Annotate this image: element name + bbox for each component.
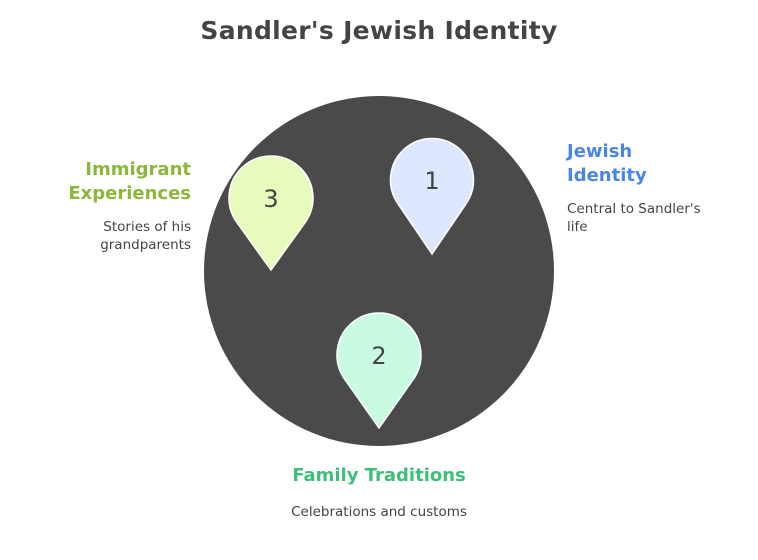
immigrant-experiences-label-line2: Experiences: [68, 183, 191, 204]
pin-3: 3: [228, 155, 314, 272]
pin-1-marker: [389, 137, 475, 256]
pin-2-number: 2: [371, 342, 386, 370]
pin-3-marker: [228, 155, 314, 272]
pin-1: 1: [389, 137, 475, 256]
pin-3-number: 3: [263, 185, 278, 213]
jewish-identity-label-line2: Identity: [567, 165, 647, 186]
pin-2: 2: [336, 312, 422, 430]
immigrant-experiences-description-line1: Stories of his: [103, 219, 191, 235]
immigrant-experiences-label-line1: Immigrant: [85, 159, 191, 180]
family-traditions-description: Celebrations and customs: [291, 504, 467, 520]
immigrant-experiences-label: Immigrant Experiences: [68, 158, 191, 206]
pin-2-marker: [336, 312, 422, 430]
diagram-title: Sandler's Jewish Identity: [200, 16, 558, 45]
immigrant-experiences-description-line2: grandparents: [100, 237, 191, 253]
family-traditions-label: Family Traditions: [292, 465, 466, 486]
pin-1-number: 1: [424, 167, 439, 195]
jewish-identity-label-line1: Jewish: [567, 141, 633, 162]
immigrant-experiences-description: Stories of his grandparents: [100, 218, 191, 254]
jewish-identity-label: Jewish Identity: [567, 140, 647, 188]
jewish-identity-description: Central to Sandler's life: [567, 200, 701, 236]
jewish-identity-description-line1: Central to Sandler's: [567, 201, 701, 217]
jewish-identity-description-line2: life: [567, 219, 588, 235]
